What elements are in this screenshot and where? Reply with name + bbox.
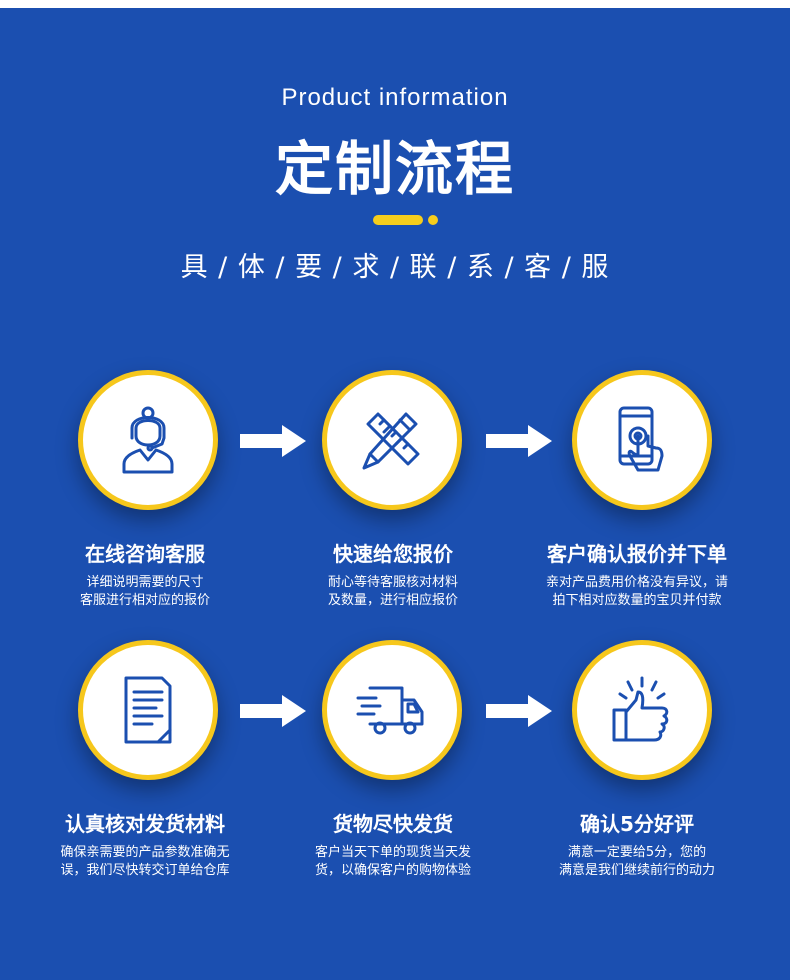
decorative-bar [373,215,423,225]
step-5-title: 货物尽快发货 [333,812,453,836]
step-4-title: 认真核对发货材料 [65,812,225,836]
step-4-desc-line: 确保亲需要的产品参数准确无 [60,845,230,860]
step-6-description: 满意一定要给5分，您的 满意是我们继续前行的动力 [512,844,762,880]
step-3-description: 亲对产品费用价格没有异议，请 拍下相对应数量的宝贝并付款 [512,574,762,610]
step-5-description: 客户当天下单的现货当天发 货，以确保客户的购物体验 [268,844,518,880]
delivery-truck-icon [356,686,424,735]
step-3-desc-line: 拍下相对应数量的宝贝并付款 [552,593,722,608]
step-3-circle [572,370,712,510]
step-4-description: 确保亲需要的产品参数准确无 误，我们尽快转交订单给仓库 [20,844,270,880]
step-6-title: 确认5分好评 [580,812,694,836]
step-6-desc-line: 满意是我们继续前行的动力 [558,863,715,878]
step-3-desc-line: 亲对产品费用价格没有异议，请 [545,575,728,590]
customer-service-icon [122,406,174,474]
arrow-right-icon [486,425,552,457]
page-subtitle: Product information [281,84,509,111]
step-4-desc-line: 误，我们尽快转交订单给仓库 [60,863,230,878]
step-1-desc-line: 客服进行相对应的报价 [79,593,210,608]
decorative-dot [428,215,438,225]
step-5-circle [322,640,462,780]
step-1-circle [78,370,218,510]
tagline: 具 / 体 / 要 / 求 / 联 / 系 / 客 / 服 [180,252,610,283]
step-2-desc-line: 及数量，进行相应报价 [327,593,458,608]
step-2-circle [322,370,462,510]
step-6-desc-line: 满意一定要给5分，您的 [567,845,707,860]
step-3-title: 客户确认报价并下单 [547,542,727,566]
step-1-desc-line: 详细说明需要的尺寸 [86,575,204,590]
step-5-desc-line: 客户当天下单的现货当天发 [314,845,471,860]
arrow-right-icon [240,425,306,457]
step-1-title: 在线咨询客服 [85,542,205,566]
step-2-description: 耐心等待客服核对材料 及数量，进行相应报价 [268,574,518,610]
phone-touch-icon [618,406,664,472]
step-2-desc-line: 耐心等待客服核对材料 [327,575,458,590]
ruler-pencil-icon [362,412,420,470]
step-4-circle [78,640,218,780]
thumbs-up-icon [612,676,669,742]
arrow-right-icon [486,695,552,727]
step-6-circle [572,640,712,780]
document-icon [124,676,172,744]
step-1-description: 详细说明需要的尺寸 客服进行相对应的报价 [20,574,270,610]
page-title: 定制流程 [274,135,515,203]
step-2-title: 快速给您报价 [333,542,453,566]
step-5-desc-line: 货，以确保客户的购物体验 [314,863,471,878]
arrow-right-icon [240,695,306,727]
